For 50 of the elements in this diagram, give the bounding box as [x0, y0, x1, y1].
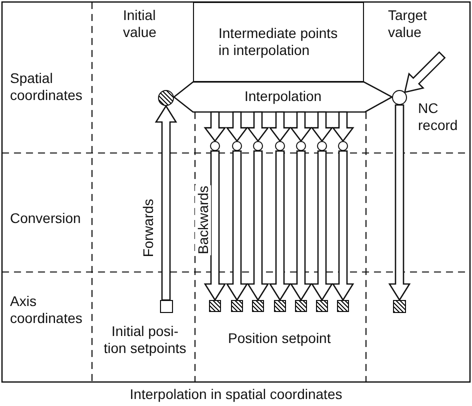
header-box	[193, 2, 364, 82]
hollow-arrow	[310, 150, 334, 302]
hollow-arrow	[154, 104, 178, 301]
hatched-setpoint	[337, 300, 349, 312]
text-label: Axis coordinates	[10, 293, 84, 327]
point-circle	[296, 141, 306, 151]
hatched-setpoint	[231, 300, 243, 312]
band-label: Interpolation	[243, 88, 323, 105]
hollow-arrow	[404, 51, 446, 94]
hatched-setpoint	[252, 300, 264, 312]
hollow-arrow	[204, 111, 226, 142]
caption: Interpolation in spatial coordinates	[128, 386, 344, 403]
text-label: Spatial coordinates	[10, 70, 84, 104]
hatched-setpoint	[393, 300, 406, 313]
text-label: Initial value	[123, 7, 158, 41]
point-circle	[275, 141, 285, 151]
text-label: Target value	[388, 7, 428, 41]
hollow-arrow	[246, 111, 270, 142]
edge-label: Backwards	[195, 184, 211, 256]
hollow-arrow	[204, 150, 226, 302]
hollow-arrow	[290, 111, 312, 142]
point-circle	[253, 141, 263, 151]
text-label: Position setpoint	[228, 330, 332, 347]
hollow-arrow	[388, 104, 411, 302]
hollow-arrow	[226, 111, 248, 142]
point-circle	[392, 90, 407, 105]
hollow-arrow	[290, 150, 312, 302]
hatched-setpoint	[274, 300, 286, 312]
hollow-arrow	[310, 111, 334, 142]
hatched-setpoint	[316, 300, 328, 312]
point-circle	[232, 141, 242, 151]
point-circle	[317, 141, 327, 151]
hollow-arrow	[332, 111, 354, 142]
point-circle	[210, 141, 220, 151]
text-label: NC record	[418, 100, 458, 134]
hatched-point	[158, 90, 174, 106]
hatched-setpoint	[209, 300, 221, 312]
hollow-arrow	[268, 111, 292, 142]
text-label: Initial posi- tion setpoints	[102, 323, 188, 357]
interpolation-band	[174, 82, 392, 112]
hollow-arrow	[268, 150, 292, 302]
point-circle	[338, 141, 348, 151]
hollow-arrow	[226, 150, 248, 302]
text-label: Conversion	[10, 210, 82, 227]
hollow-arrow	[332, 150, 354, 302]
edge-label: Forwards	[140, 198, 156, 258]
hollow-arrow	[246, 150, 270, 302]
setpoint-square	[160, 300, 173, 313]
hatched-setpoint	[295, 300, 307, 312]
box-heading: Intermediate points in interpolation	[218, 25, 338, 59]
